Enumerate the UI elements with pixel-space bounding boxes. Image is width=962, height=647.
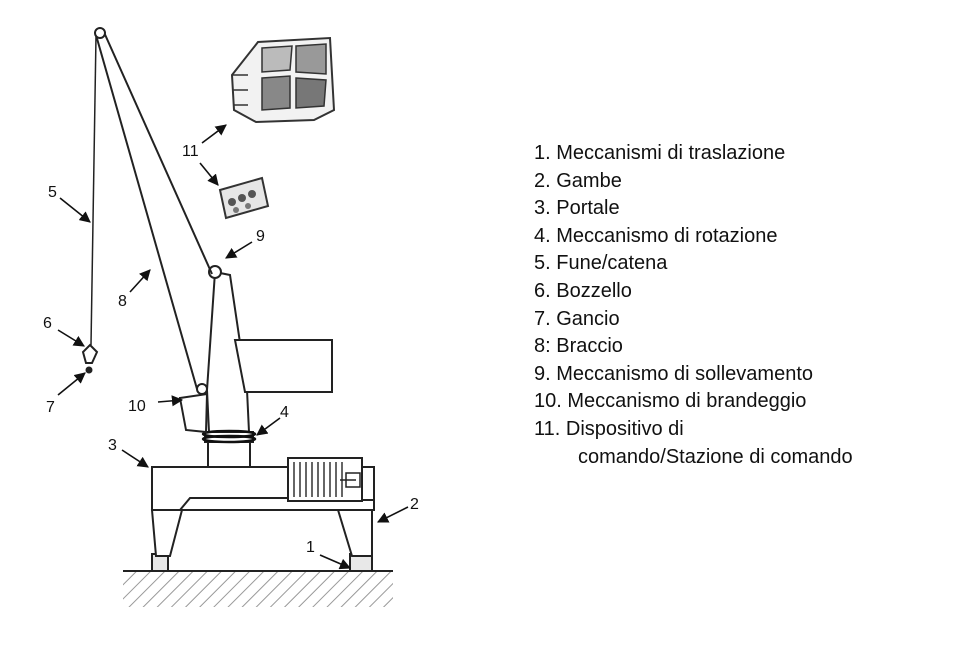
callout-arrows [57, 124, 409, 570]
arrow-8 [129, 269, 151, 293]
callout-8: 8 [118, 293, 127, 310]
arrow-11a [201, 124, 227, 144]
callout-5: 5 [48, 184, 57, 201]
callout-7: 7 [46, 399, 55, 416]
arrow-4 [256, 417, 281, 436]
legend-item: 2. Gambe [534, 169, 622, 192]
callout-3: 3 [108, 437, 117, 454]
arrow-9 [225, 241, 253, 259]
legend-item: 5. Fune/catena [534, 252, 668, 275]
machinery-house [287, 457, 363, 502]
arrow-7 [57, 372, 86, 396]
ground [123, 570, 393, 607]
legend-item: 11. Dispositivo di [534, 417, 684, 440]
luffing-mechanism-box [178, 392, 209, 434]
legend-item: 9. Meccanismo di sollevamento [534, 362, 814, 385]
arrow-11b [199, 162, 219, 186]
callout-11: 11 [182, 143, 199, 160]
callout-9: 9 [256, 228, 265, 245]
arrow-1 [319, 554, 352, 570]
arrow-10 [157, 395, 184, 407]
callout-10: 10 [128, 398, 146, 415]
arrow-2 [376, 506, 409, 523]
callout-6: 6 [43, 315, 52, 332]
legend-item: 7. Gancio [534, 307, 620, 330]
hook-block [81, 343, 99, 374]
legend-item: 8: Braccio [534, 335, 623, 358]
legend-item: 3. Portale [534, 197, 620, 220]
legend-item: 6. Bozzello [534, 279, 632, 302]
component-legend: 1. Meccanismi di traslazione 2. Gambe 3.… [534, 140, 853, 471]
arrow-3 [121, 449, 149, 468]
callout-2: 2 [410, 496, 419, 513]
slewing-ring [201, 429, 257, 444]
callout-1: 1 [306, 539, 315, 556]
operator-cab-icon [230, 36, 336, 124]
callout-4: 4 [280, 404, 289, 421]
legend-item: 4. Meccanismo di rotazione [534, 224, 778, 247]
hoist-rope [90, 35, 97, 346]
control-panel-icon [218, 176, 270, 220]
arrow-6 [57, 329, 85, 347]
arrow-5 [59, 197, 91, 223]
jib [94, 27, 213, 395]
legend-item: 1. Meccanismi di traslazione [534, 142, 786, 164]
rear-body [233, 339, 333, 393]
legend-item-continuation: comando/Stazione di comando [578, 445, 853, 468]
legend-item: 10. Meccanismo di brandeggio [534, 390, 807, 413]
